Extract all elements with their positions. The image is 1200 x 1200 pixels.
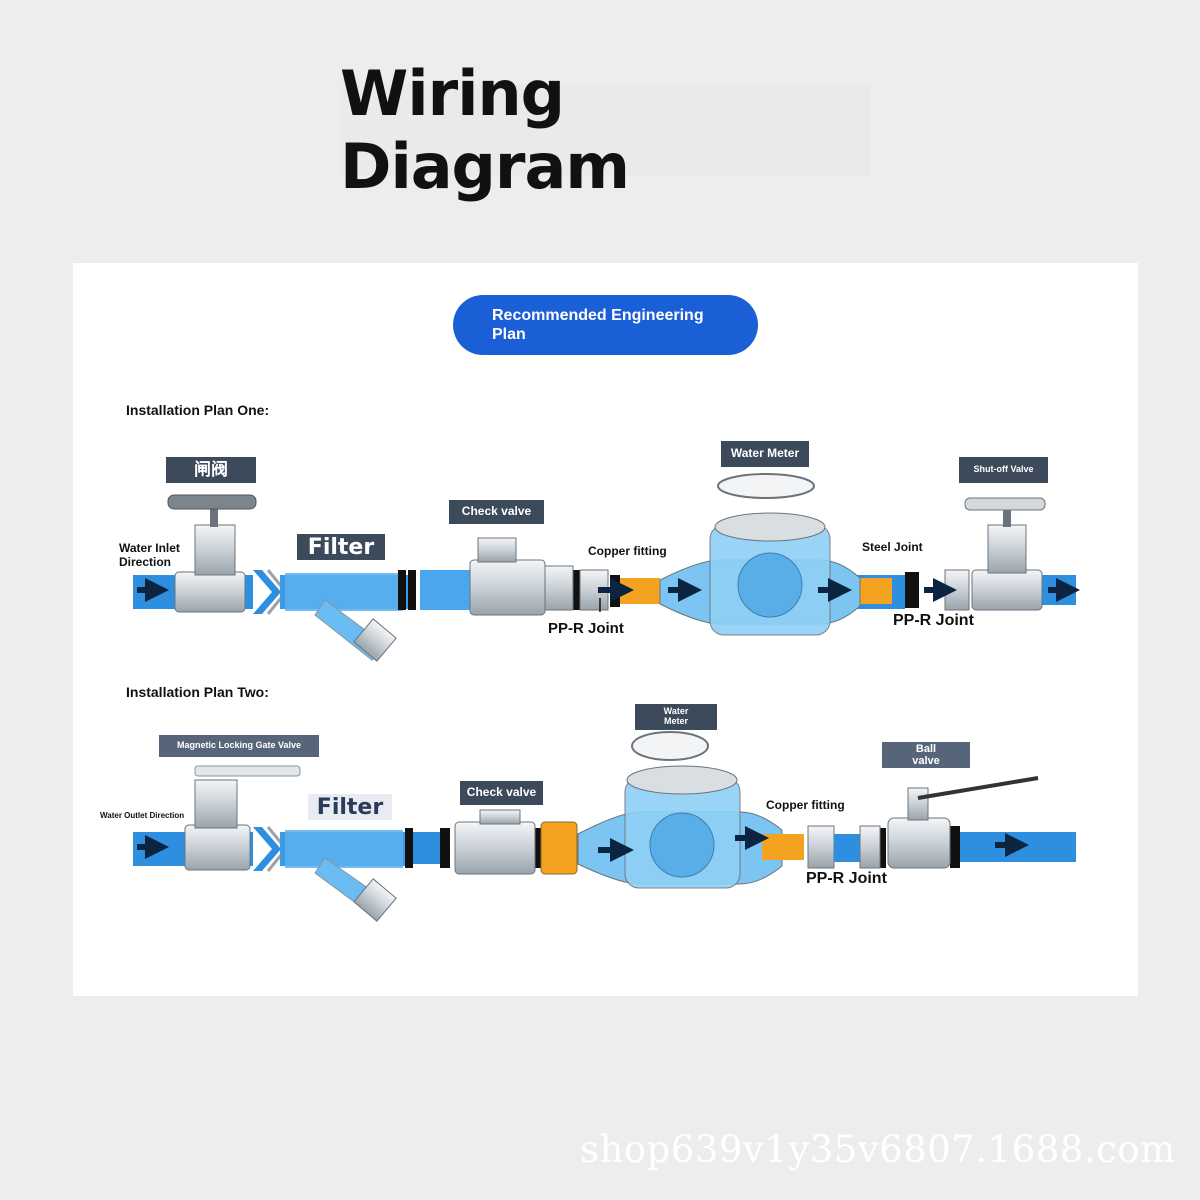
water-meter-one [659, 473, 861, 636]
pp-r-joint-rings-two [405, 826, 960, 868]
break-mark [253, 827, 281, 871]
pp-r-union-two [807, 825, 835, 869]
check-valve-two [454, 809, 578, 875]
steel-joint-label: Steel Joint [862, 540, 923, 554]
pipe-segment [410, 832, 440, 864]
copper-fitting-three [762, 834, 804, 860]
check-valve-tag-two: Check valve [460, 781, 543, 805]
gate-valve-one [167, 494, 257, 613]
copper-fitting-one [620, 578, 660, 604]
store-watermark: shop639v1y35v6807.1688.com [580, 1128, 1176, 1171]
break-mark [253, 570, 281, 614]
plan-button-label-line1: Recommended Engineering [492, 307, 704, 324]
copper-fitting-label-one: Copper fitting [588, 544, 667, 558]
water-meter-two [577, 731, 783, 889]
y-strainer-two [285, 830, 403, 922]
filter-tag-one: Filter [297, 534, 385, 560]
magnetic-gate-valve-tag: Magnetic Locking Gate Valve [159, 735, 319, 757]
pp-r-joint-label-one: PP-R Joint [548, 620, 624, 637]
plan-two-pipeline [133, 731, 1076, 922]
pp-r-joint-label-two: PP-R Joint [893, 612, 974, 629]
check-valve-one [469, 537, 609, 616]
shutoff-valve [964, 497, 1046, 611]
flow-arrows-two [137, 826, 1029, 862]
pp-r-union-three [859, 825, 881, 869]
plan-two-heading: Installation Plan Two: [126, 684, 269, 700]
y-strainer-one [285, 573, 403, 662]
ball-valve-tag-line2: valve [912, 755, 940, 767]
recommended-plan-button[interactable]: Recommended Engineering Plan [453, 295, 758, 355]
water-meter-tag-two-line2: Meter [663, 716, 688, 726]
ball-valve-tag: Ball valve [882, 742, 970, 768]
water-meter-tag-two: Water Meter [635, 704, 717, 730]
pipe-segment [420, 570, 470, 610]
magnetic-gate-valve [184, 765, 301, 871]
water-meter-tag-one: Water Meter [721, 441, 809, 467]
pipe-segment [834, 834, 860, 862]
pp-r-union [944, 569, 970, 611]
water-outlet-label: Water Outlet Direction [100, 811, 185, 820]
check-valve-tag-one: Check valve [449, 500, 544, 524]
plan-button-label-line2: Plan [492, 326, 526, 343]
pipe-segment [960, 832, 1076, 862]
plan-one-heading: Installation Plan One: [126, 402, 270, 418]
water-inlet-label: Water Inlet Direction [119, 541, 180, 569]
water-inlet-label-line2: Direction [119, 555, 172, 569]
pp-r-joint-label-three: PP-R Joint [806, 870, 887, 887]
ball-valve-tag-line1: Ball [915, 742, 937, 755]
water-inlet-label-line1: Water Inlet [119, 541, 180, 555]
copper-fitting-label-two: Copper fitting [766, 798, 845, 812]
gate-valve-tag: 闸阀 [166, 457, 256, 483]
plan-one-pipeline [133, 473, 1080, 662]
filter-tag-two: Filter [308, 794, 392, 820]
shutoff-valve-tag: Shut-off Valve [959, 457, 1048, 483]
water-meter-tag-two-line1: Water [663, 706, 689, 717]
ball-valve [887, 776, 1039, 869]
